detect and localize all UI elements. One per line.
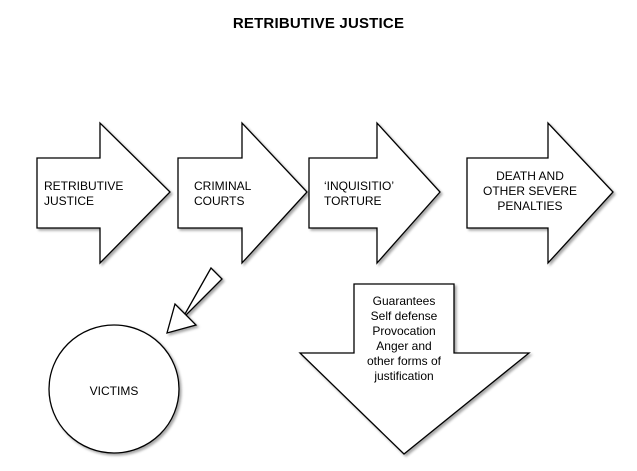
label-line: Anger and: [376, 339, 432, 353]
label-retributive-justice: RETRIBUTIVE JUSTICE: [44, 179, 123, 209]
label-inquisitio-torture: ‘INQUISITIO’ TORTURE: [324, 179, 394, 209]
label-line: COURTS: [194, 194, 245, 208]
victims-circle: [48, 324, 180, 454]
label-line: TORTURE: [324, 194, 382, 208]
label-victims: VICTIMS: [89, 384, 139, 398]
arrow-inquisitio-torture: [308, 121, 441, 265]
arrow-death-penalties: [466, 121, 614, 265]
label-death-penalties: DEATH AND OTHER SEVERE PENALTIES: [470, 169, 590, 214]
label-line: Provocation: [372, 324, 436, 338]
label-line: OTHER SEVERE: [482, 184, 578, 198]
label-line: PENALTIES: [497, 199, 563, 213]
arrow-retributive-justice: [36, 121, 171, 265]
label-line: Self defense: [370, 309, 438, 323]
label-line: CRIMINAL: [194, 179, 252, 193]
label-line: RETRIBUTIVE: [44, 179, 124, 193]
arrow-to-victims: [166, 266, 223, 334]
label-line: ‘INQUISITIO’: [324, 179, 395, 193]
label-line: justification: [374, 369, 434, 383]
arrow-criminal-courts: [177, 121, 308, 265]
diagram-title: RETRIBUTIVE JUSTICE: [232, 15, 405, 32]
label-line: DEATH AND: [496, 169, 564, 183]
label-criminal-courts: CRIMINAL COURTS: [194, 179, 251, 209]
label-justifications: Guarantees Self defense Provocation Ange…: [354, 294, 454, 384]
label-line: other forms of: [366, 354, 442, 368]
arrow-justifications: [298, 283, 531, 455]
label-line: JUSTICE: [44, 194, 95, 208]
label-line: Guarantees: [372, 294, 436, 308]
